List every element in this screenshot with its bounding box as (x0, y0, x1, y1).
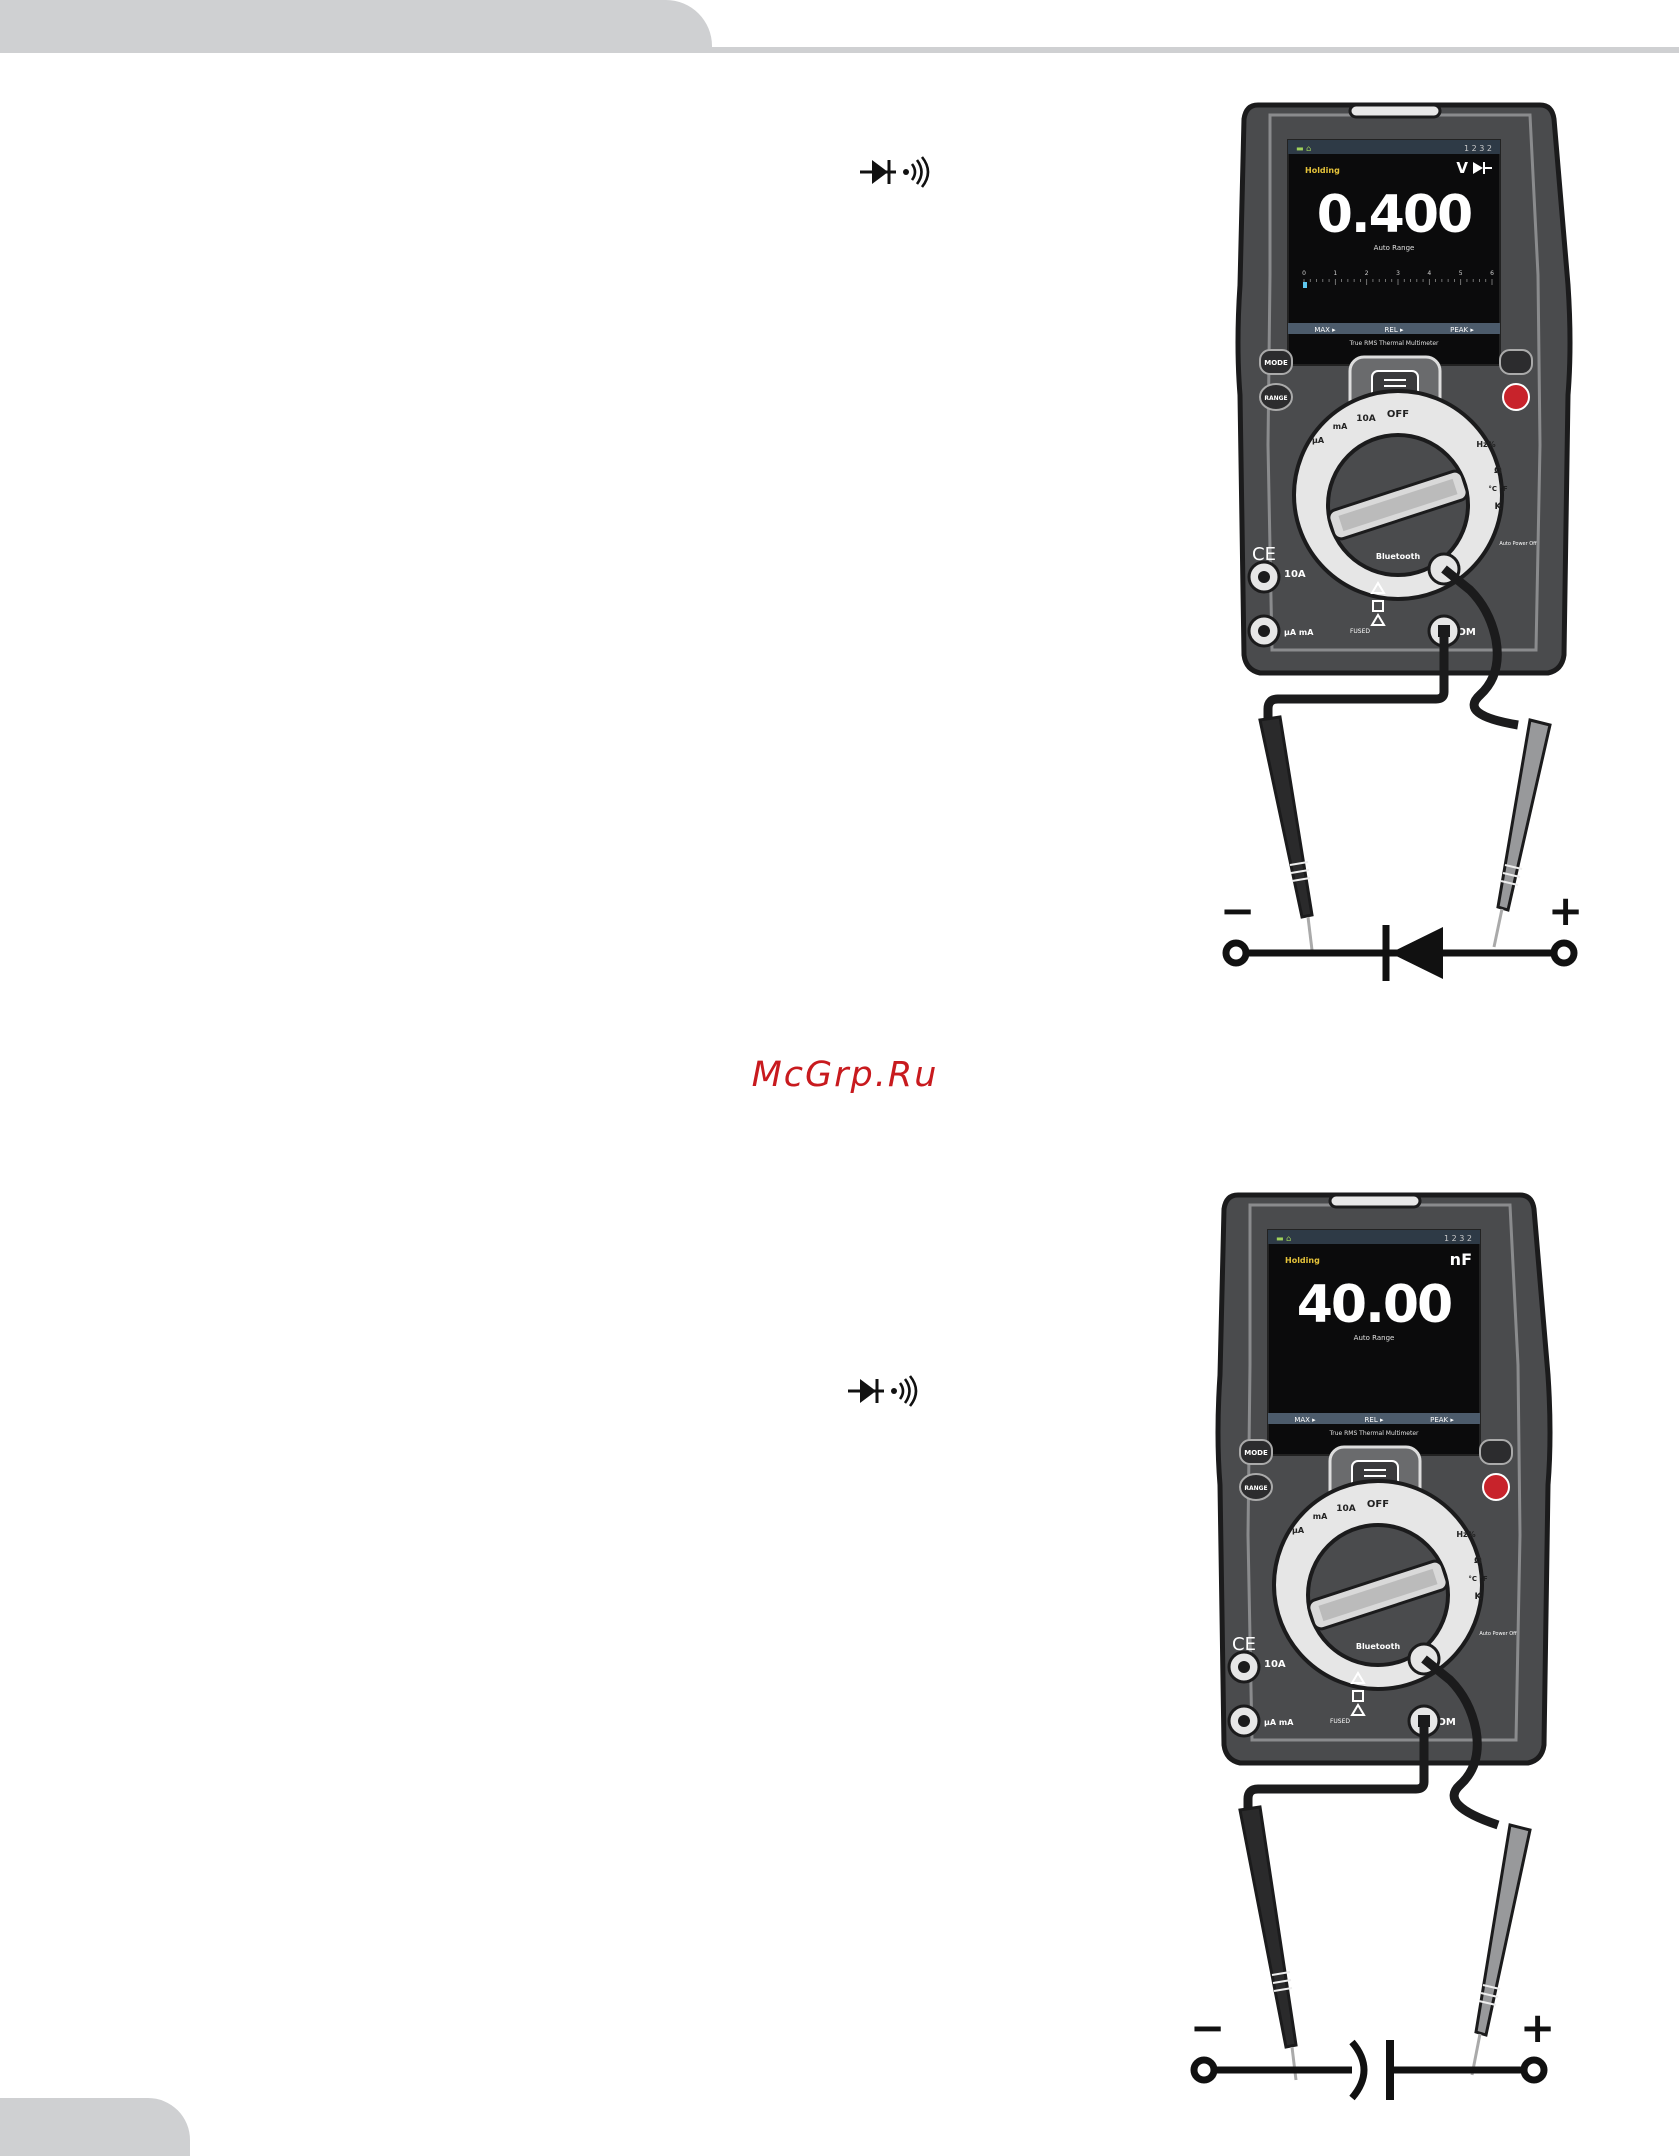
unit-text: nF (1450, 1250, 1472, 1269)
svg-text:MODE: MODE (1264, 359, 1288, 367)
model-band: True RMS Thermal Multimeter (1328, 1430, 1419, 1437)
range-text: Auto Range (1374, 244, 1415, 252)
multimeter-diode-illustration: ▬ ⌂ 1 2 3 2 Holding V 0.400 Auto Range 0… (1220, 102, 1583, 981)
svg-text:RANGE: RANGE (1244, 1485, 1267, 1492)
svg-text:Auto Power Off: Auto Power Off (1479, 1631, 1517, 1637)
black-probe (1238, 1805, 1298, 2049)
unit-text: V (1456, 159, 1468, 177)
diode-symbol (1382, 925, 1443, 981)
softkey-peak[interactable]: PEAK ▸ (1430, 1416, 1454, 1424)
svg-text:µA mA: µA mA (1264, 1718, 1294, 1727)
svg-text:10A: 10A (1336, 1504, 1356, 1514)
capacitor-symbol (1349, 2039, 1394, 2101)
svg-text:Bluetooth: Bluetooth (1376, 552, 1421, 561)
thermal-button[interactable] (1502, 383, 1530, 411)
hold-button[interactable] (1479, 1439, 1513, 1465)
svg-text:mA: mA (1313, 1512, 1328, 1521)
svg-text:FUSED: FUSED (1330, 1718, 1350, 1725)
svg-text:FUSED: FUSED (1350, 628, 1370, 635)
dial-off-label: OFF (1367, 1499, 1389, 1510)
bar-scale: 0 1 2 3 4 5 6 (1302, 270, 1494, 285)
range-button[interactable] (1259, 383, 1293, 411)
bar-scale-label: 6 (1490, 270, 1494, 277)
black-probe (1258, 715, 1314, 919)
softkey-max[interactable]: MAX ▸ (1314, 326, 1336, 334)
footer-tab (0, 2098, 190, 2156)
svg-text:µA mA: µA mA (1284, 628, 1314, 637)
status-text: Holding (1285, 1256, 1320, 1265)
svg-text:10A: 10A (1264, 1659, 1286, 1670)
thermal-button[interactable] (1482, 1473, 1510, 1501)
range-button[interactable] (1239, 1473, 1273, 1501)
status-text: Holding (1305, 166, 1340, 175)
svg-text:Bluetooth: Bluetooth (1356, 1642, 1401, 1651)
red-probe (1496, 718, 1552, 912)
plus-sign: + (1548, 886, 1583, 935)
hold-button[interactable] (1499, 349, 1533, 375)
minus-sign: − (1190, 2003, 1225, 2052)
indicator-text: 1 2 3 2 (1444, 1234, 1472, 1243)
svg-text:K: K (1495, 502, 1503, 512)
svg-text:▬ ⌂: ▬ ⌂ (1276, 1234, 1291, 1243)
svg-text:µA: µA (1292, 1526, 1305, 1535)
reading-display: 0.400 (1317, 185, 1471, 245)
svg-text:Hz%: Hz% (1476, 440, 1495, 449)
svg-text:RANGE: RANGE (1264, 395, 1287, 402)
header-rule (0, 47, 1679, 53)
bar-graph-fill (1303, 282, 1307, 288)
model-band: True RMS Thermal Multimeter (1348, 340, 1439, 347)
svg-text:°C °F: °C °F (1468, 1575, 1488, 1583)
svg-text:µA: µA (1312, 436, 1325, 445)
svg-text:COM: COM (1450, 627, 1476, 638)
red-probe (1474, 1823, 1532, 2037)
svg-text:MODE: MODE (1244, 1449, 1268, 1457)
svg-text:▬ ⌂: ▬ ⌂ (1296, 144, 1311, 153)
svg-text:COM: COM (1430, 1717, 1456, 1728)
diode-continuity-icon (848, 1375, 918, 1407)
mode-button[interactable] (1239, 1439, 1273, 1465)
svg-text:CE: CE (1232, 1634, 1256, 1655)
plus-sign: + (1520, 2003, 1555, 2052)
svg-text:CE: CE (1252, 544, 1276, 565)
mode-button[interactable] (1259, 349, 1293, 375)
bar-scale-label: 3 (1396, 270, 1400, 277)
multimeter-capacitance-illustration: ▬ ⌂ 1 2 3 2 Holding nF 40.00 Auto Range … (1190, 1192, 1555, 2101)
diode-icon (1473, 162, 1492, 174)
softkey-max[interactable]: MAX ▸ (1294, 1416, 1316, 1424)
svg-text:10A: 10A (1284, 569, 1306, 580)
softkey-peak[interactable]: PEAK ▸ (1450, 326, 1474, 334)
diode-continuity-icon (860, 156, 930, 188)
softkey-rel[interactable]: REL ▸ (1385, 326, 1404, 334)
bar-scale-label: 1 (1333, 270, 1337, 277)
svg-text:10A: 10A (1356, 414, 1376, 424)
svg-text:Ω: Ω (1474, 1556, 1482, 1566)
svg-text:mA: mA (1333, 422, 1348, 431)
softkey-rel[interactable]: REL ▸ (1365, 1416, 1384, 1424)
reading-display: 40.00 (1297, 1275, 1451, 1335)
range-text: Auto Range (1354, 1334, 1395, 1342)
bar-scale-label: 0 (1302, 270, 1306, 277)
bar-scale-label: 2 (1365, 270, 1369, 277)
header-tab (0, 0, 712, 52)
svg-text:Hz%: Hz% (1456, 1530, 1475, 1539)
bar-scale-label: 4 (1427, 270, 1431, 277)
minus-sign: − (1220, 886, 1255, 935)
watermark: McGrp.Ru (751, 1055, 939, 1095)
svg-text:°C °F: °C °F (1488, 485, 1508, 493)
svg-text:Auto Power Off: Auto Power Off (1499, 541, 1537, 547)
svg-text:Ω: Ω (1494, 466, 1502, 476)
bar-scale-label: 5 (1459, 270, 1463, 277)
dial-off-label: OFF (1387, 409, 1409, 420)
svg-text:K: K (1475, 1592, 1483, 1602)
indicator-text: 1 2 3 2 (1464, 144, 1492, 153)
